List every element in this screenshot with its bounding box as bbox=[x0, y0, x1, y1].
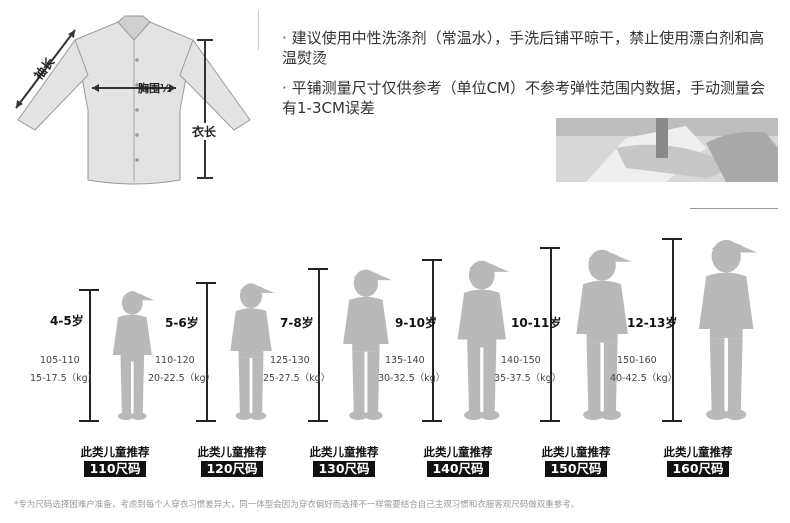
weight-line: 30-32.5（kg） bbox=[378, 372, 445, 385]
size-badge: 160尺码 bbox=[667, 461, 729, 477]
weight-range: 25-27.5 bbox=[263, 373, 300, 384]
footnote: *专为尺码选择困难户准备，考虑到每个人穿衣习惯差异大，同一体型会因为穿衣偏好而选… bbox=[14, 500, 580, 510]
size-badge: 140尺码 bbox=[427, 461, 489, 477]
height-bar-cap bbox=[540, 420, 560, 422]
weight-range: 20-22.5 bbox=[148, 373, 185, 384]
age-range: 5-6岁 bbox=[165, 316, 199, 330]
size-badge: 150尺码 bbox=[545, 461, 607, 477]
weight-line: 15-17.5（kg） bbox=[30, 372, 97, 385]
weight-range: 30-32.5 bbox=[378, 373, 415, 384]
height-bar-cap bbox=[662, 420, 682, 422]
divider bbox=[258, 10, 259, 50]
height-range: 140-150 bbox=[501, 355, 541, 366]
weight-unit: （kg） bbox=[299, 373, 331, 384]
weight-range: 15-17.5 bbox=[30, 373, 67, 384]
height-bar bbox=[318, 268, 320, 420]
height-range: 135-140 bbox=[385, 355, 425, 366]
weight-unit: （kg） bbox=[414, 373, 446, 384]
size-badge: 130尺码 bbox=[313, 461, 375, 477]
age-range: 7-8岁 bbox=[280, 316, 314, 330]
weight-range: 35-37.5 bbox=[494, 373, 531, 384]
child-silhouette bbox=[343, 269, 392, 420]
height-bar-cap bbox=[196, 420, 216, 422]
child-silhouette bbox=[112, 291, 155, 420]
child-silhouette bbox=[698, 239, 758, 420]
size-badge: 110尺码 bbox=[84, 461, 146, 477]
age-range: 12-13岁 bbox=[627, 316, 678, 330]
height-bar bbox=[432, 259, 434, 420]
height-bar bbox=[89, 289, 91, 420]
bullet: · bbox=[282, 79, 287, 97]
care-text-2: 平铺测量尺寸仅供参考（单位CM）不参考弹性范围内数据，手动测量会有1-3CM误差 bbox=[282, 79, 765, 117]
weight-line: 40-42.5（kg） bbox=[610, 372, 677, 385]
weight-unit: （kg） bbox=[184, 373, 216, 384]
bullet: · bbox=[282, 29, 287, 47]
recommend-label: 此类儿童推荐 bbox=[197, 445, 267, 459]
height-range: 125-130 bbox=[270, 355, 310, 366]
height-range: 105-110 bbox=[40, 355, 80, 366]
recommend-label: 此类儿童推荐 bbox=[80, 445, 150, 459]
height-range: 150-160 bbox=[617, 355, 657, 366]
height-bar-cap bbox=[308, 420, 328, 422]
washing-photo bbox=[556, 118, 778, 182]
recommend-label: 此类儿童推荐 bbox=[309, 445, 379, 459]
shirt-diagram bbox=[15, 15, 251, 185]
recommend-label: 此类儿童推荐 bbox=[541, 445, 611, 459]
height-bar-cap bbox=[422, 420, 442, 422]
body-length-label: 衣长 bbox=[192, 123, 217, 140]
height-bar-cap bbox=[79, 420, 99, 422]
weight-unit: （kg） bbox=[530, 373, 562, 384]
age-range: 9-10岁 bbox=[395, 316, 438, 330]
care-item-2: · 平铺测量尺寸仅供参考（单位CM）不参考弹性范围内数据，手动测量会有1-3CM… bbox=[282, 78, 777, 118]
separator-line bbox=[690, 208, 778, 209]
child-silhouette bbox=[457, 260, 510, 420]
recommend-label: 此类儿童推荐 bbox=[423, 445, 493, 459]
height-range: 110-120 bbox=[155, 355, 195, 366]
child-silhouette bbox=[576, 249, 632, 420]
care-item-1: · 建议使用中性洗涤剂（常温水），手洗后铺平晾干，禁止使用漂白剂和高温熨烫 bbox=[282, 28, 777, 68]
weight-unit: （kg） bbox=[66, 373, 98, 384]
weight-unit: （kg） bbox=[646, 373, 678, 384]
age-range: 10-11岁 bbox=[511, 316, 562, 330]
weight-line: 35-37.5（kg） bbox=[494, 372, 561, 385]
care-text-1: 建议使用中性洗涤剂（常温水），手洗后铺平晾干，禁止使用漂白剂和高温熨烫 bbox=[282, 29, 765, 67]
weight-line: 20-22.5（kg） bbox=[148, 372, 215, 385]
size-badge: 120尺码 bbox=[201, 461, 263, 477]
height-bar bbox=[672, 238, 674, 420]
chest-label: 胸围½ bbox=[138, 82, 172, 95]
height-bar bbox=[550, 247, 552, 420]
weight-range: 40-42.5 bbox=[610, 373, 647, 384]
child-silhouette bbox=[230, 283, 275, 420]
weight-line: 25-27.5（kg） bbox=[263, 372, 330, 385]
recommend-label: 此类儿童推荐 bbox=[663, 445, 733, 459]
age-range: 4-5岁 bbox=[50, 314, 84, 328]
height-bar bbox=[206, 282, 208, 420]
